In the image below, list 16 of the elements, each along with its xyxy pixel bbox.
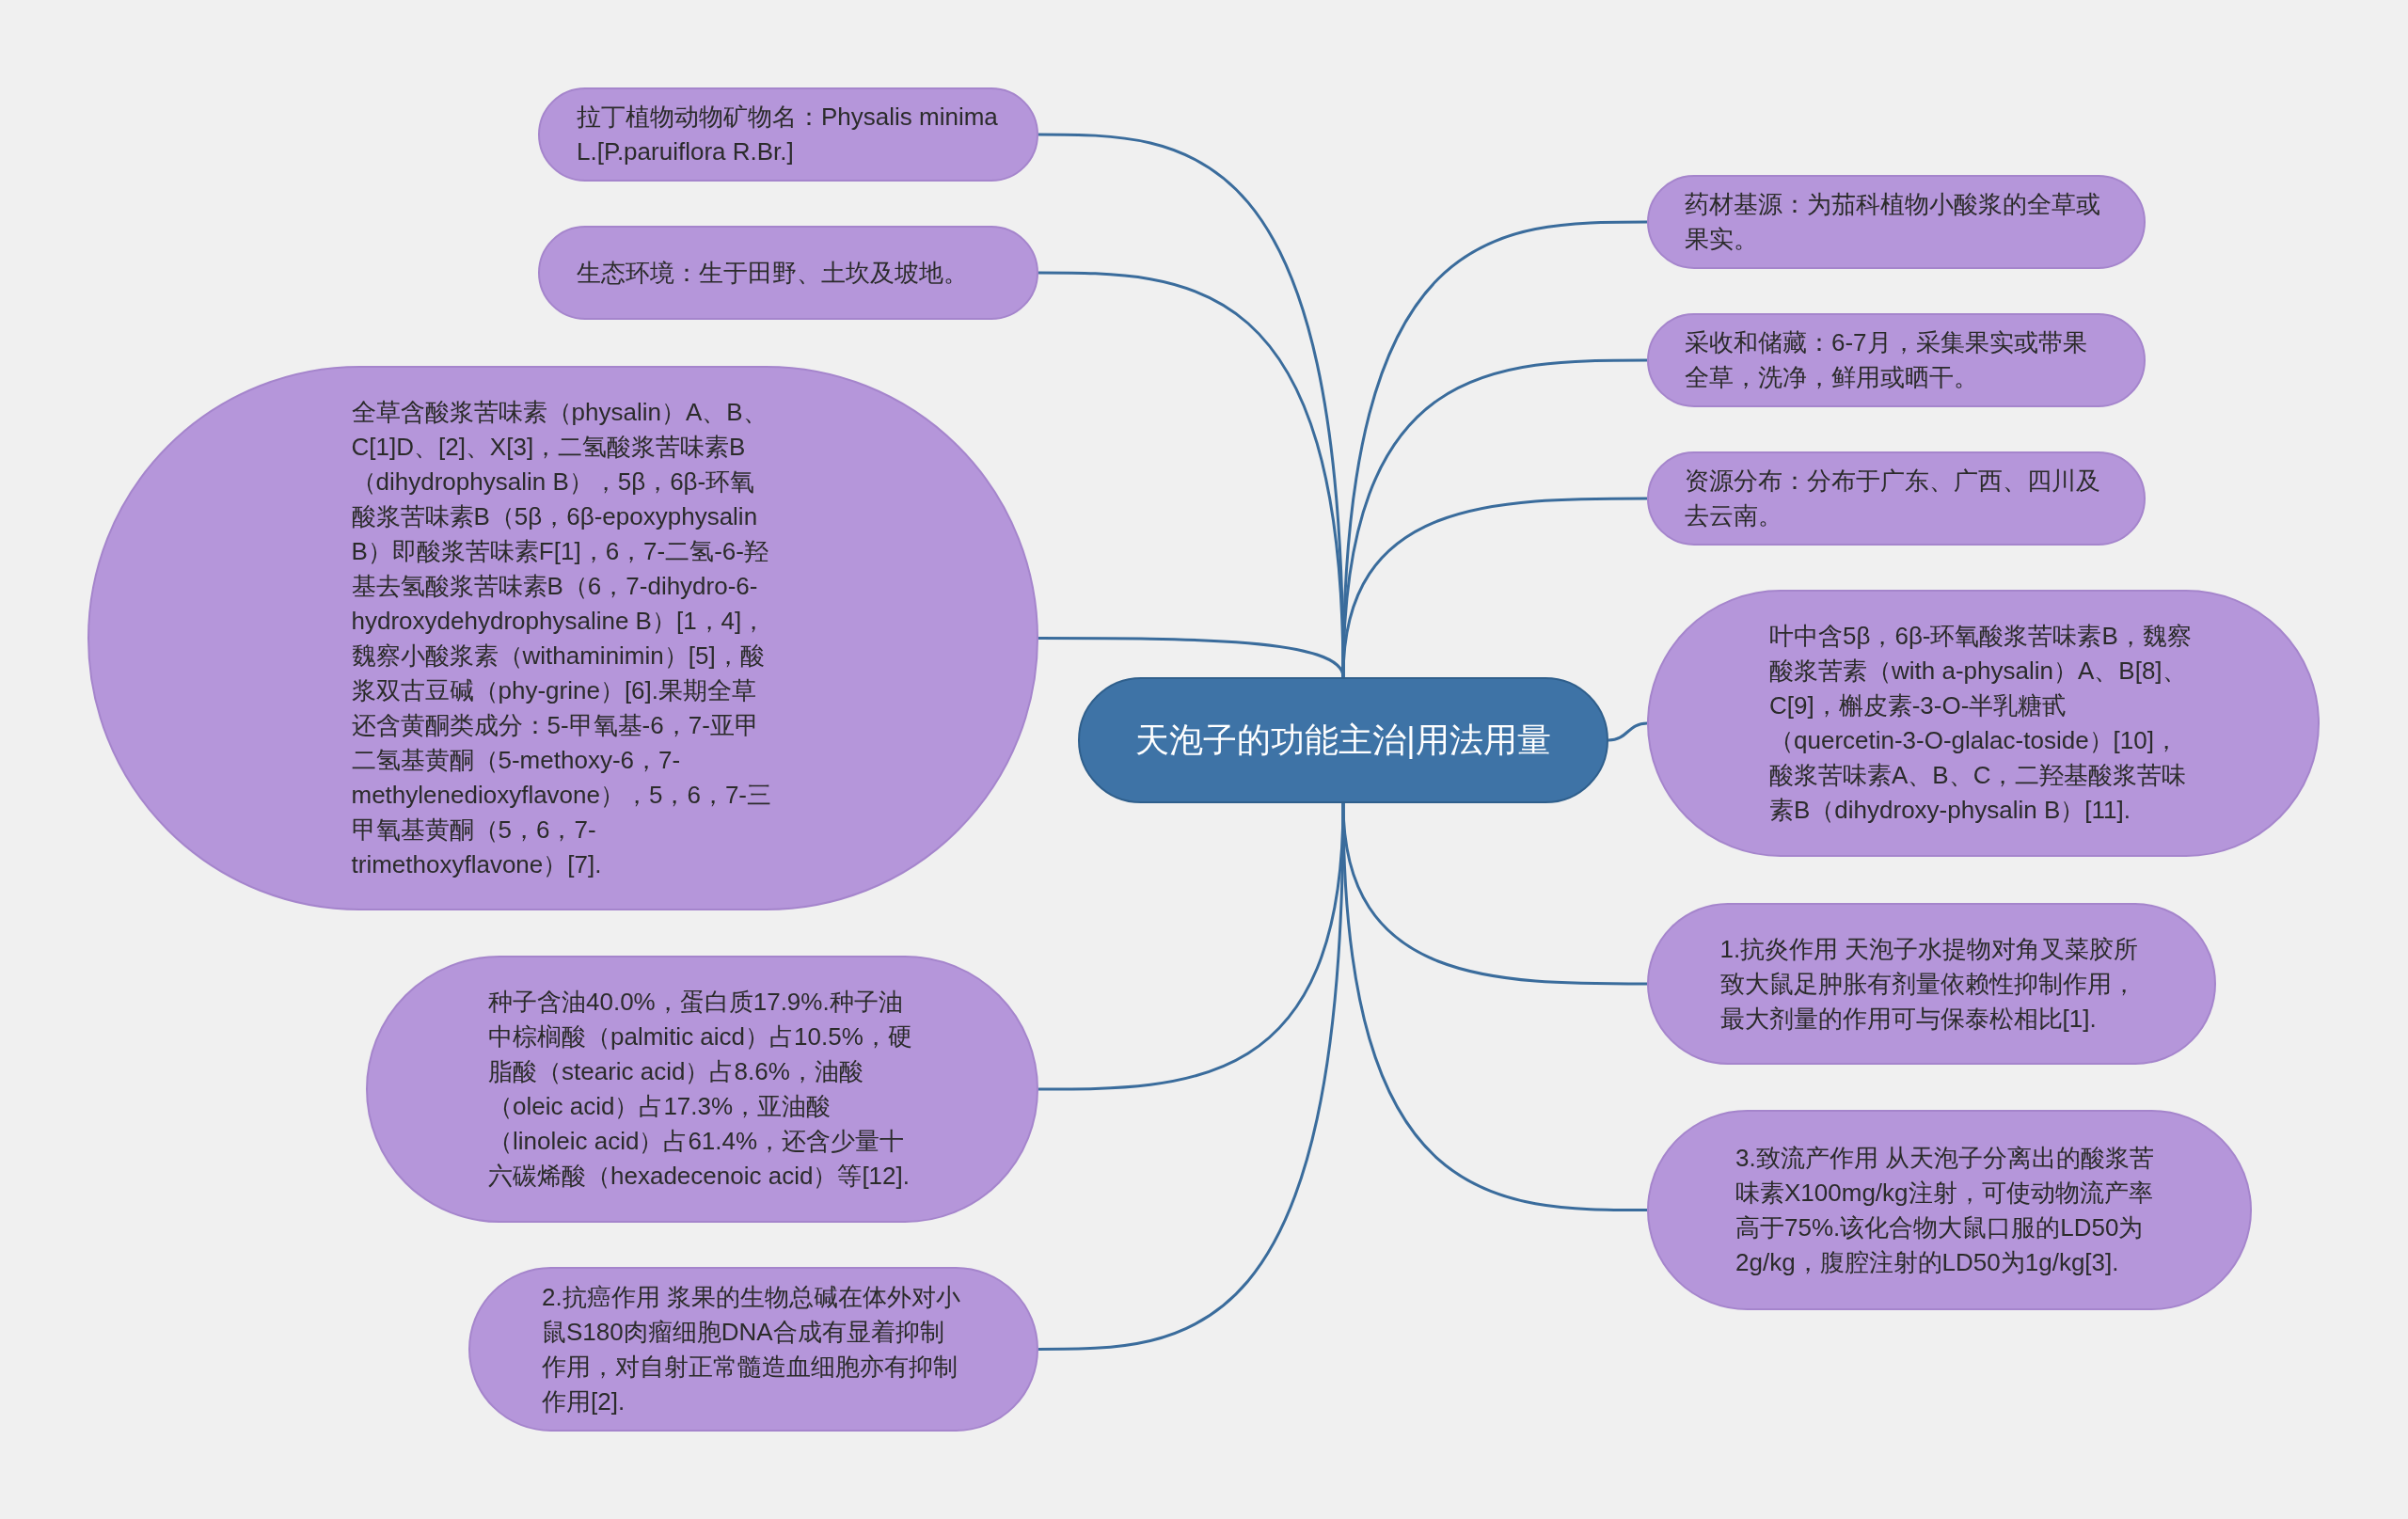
- connector-line: [1038, 802, 1345, 1351]
- topic-text: 种子含油40.0%，蛋白质17.9%.种子油中棕榈酸（palmitic aicd）占10.5%，硬脂酸（stearic acid）占8.6%，油酸（oleic acid）占17.3%，亚油酸（linoleic acid）占61.4%，还含少量十六碳烯酸（hexadecenoic acid）等[12].: [488, 987, 913, 1192]
- topic-text: 采收和储藏：6-7月，采集果实或带果全草，洗净，鲜用或晒干。: [1685, 327, 2088, 393]
- connector-line: [1341, 497, 1647, 678]
- connector-line: [1608, 721, 1648, 742]
- topic-text: 叶中含5β，6β-环氧酸浆苦味素B，魏察酸浆苦素（with a-physalin）A、B[8]、C[9]，槲皮素-3-O-半乳糖甙（quercetin-3-O-glalac-toside）[10]，酸浆苦味素A、B、C，二羟基酸浆苦味素B（dihydroxy-physalin B）[11].: [1769, 621, 2193, 826]
- topic-text: 拉丁植物动物矿物名：Physalis minima L.[P.paruiflora R.Br.]: [577, 102, 999, 167]
- connector-line: [1341, 802, 1647, 1211]
- topic-text: 2.抗癌作用 浆果的生物总碱在体外对小鼠S180肉瘤细胞DNA合成有显着抑制作用，对自射正常髓造血细胞亦有抑制作用[2].: [542, 1281, 961, 1417]
- topic-text: 资源分布：分布于广东、广西、四川及去云南。: [1685, 466, 2101, 531]
- topic-text: 生态环境：生于田野、土坎及坡地。: [577, 257, 969, 289]
- topic-text: 3.致流产作用 从天泡子分离出的酸浆苦味素X100mg/kg注射，可使动物流产率高于75%.该化合物大鼠口服的LD50为2g/kg，腹腔注射的LD50为1g/kg[3].: [1735, 1142, 2155, 1278]
- topic-text: 全草含酸浆苦味素（physalin）A、B、C[1]D、[2]、X[3]，二氢酸浆苦味素B（dihydrophysalin B），5β，6β-环氧酸浆苦味素B（5β，6β-epoxyphysalin B）即酸浆苦味素F[1]，6，7-二氢-6-羟基去氢酸浆苦味素B（6，7-dihydro-6-hydroxydehydrophysaline B）[1，4]，魏察小酸浆素（withaminimin）[5]，酸浆双古豆碱（phy-grine）[6].果期全草还含黄酮类成分：5-甲氧基-6，7-亚甲二氢基黄酮（5-methoxy-6，7-methylenedioxyflavone），5，6，7-三甲氧基黄酮（5，6，7-trimethoxyflavone）[7].: [351, 396, 773, 880]
- topic-text: 1.抗炎作用 天泡子水提物对角叉菜胶所致大鼠足肿胀有剂量依赖性抑制作用，最大剂量的作用可与保泰松相比[1].: [1719, 933, 2140, 1035]
- topic-text: 药材基源：为茄科植物小酸浆的全草或果实。: [1685, 189, 2101, 255]
- topic-title: 天泡子的功能主治|用法用量: [1134, 720, 1552, 761]
